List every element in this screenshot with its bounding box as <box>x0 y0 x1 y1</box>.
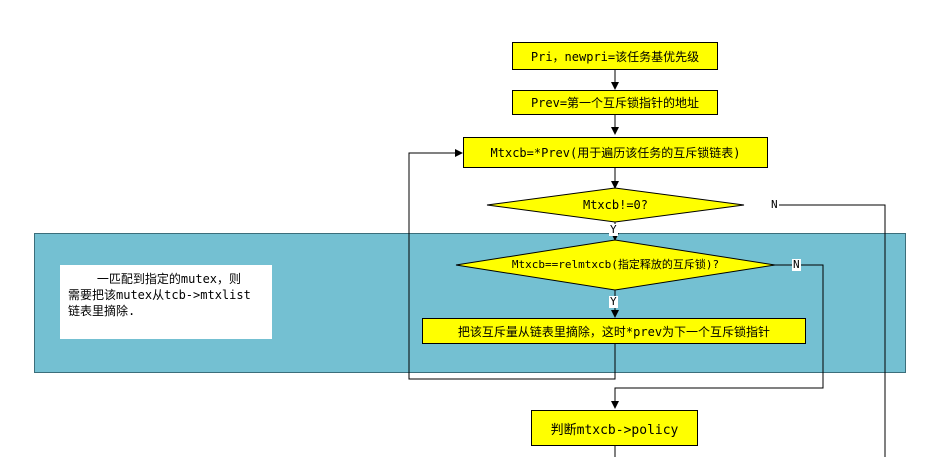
node-prev: Prev=第一个互斥锁指针的地址 <box>512 90 718 115</box>
cond1-no-label: N <box>770 198 779 211</box>
decision-cond2-label: Mtxcb==relmtxcb(指定释放的互斥锁)? <box>511 258 720 271</box>
node-remove: 把该互斥量从链表里摘除，这时*prev为下一个互斥锁指针 <box>422 318 806 344</box>
node-loop: Mtxcb=*Prev(用于遍历该任务的互斥锁链表) <box>463 137 768 168</box>
cond2-yes-label: Y <box>609 295 618 308</box>
cond2-no-label: N <box>792 258 801 271</box>
decision-cond2 <box>455 239 776 291</box>
decision-cond1-label: Mtxcb!=0? <box>582 198 649 212</box>
annotation-note: 一匹配到指定的mutex，则 需要把该mutex从tcb->mtxlist 链表… <box>60 265 272 339</box>
node-init: Pri，newpri=该任务基优先级 <box>512 42 718 70</box>
node-policy: 判断mtxcb->policy <box>531 410 698 446</box>
cond1-yes-label: Y <box>609 223 618 236</box>
decision-cond1 <box>486 187 745 223</box>
